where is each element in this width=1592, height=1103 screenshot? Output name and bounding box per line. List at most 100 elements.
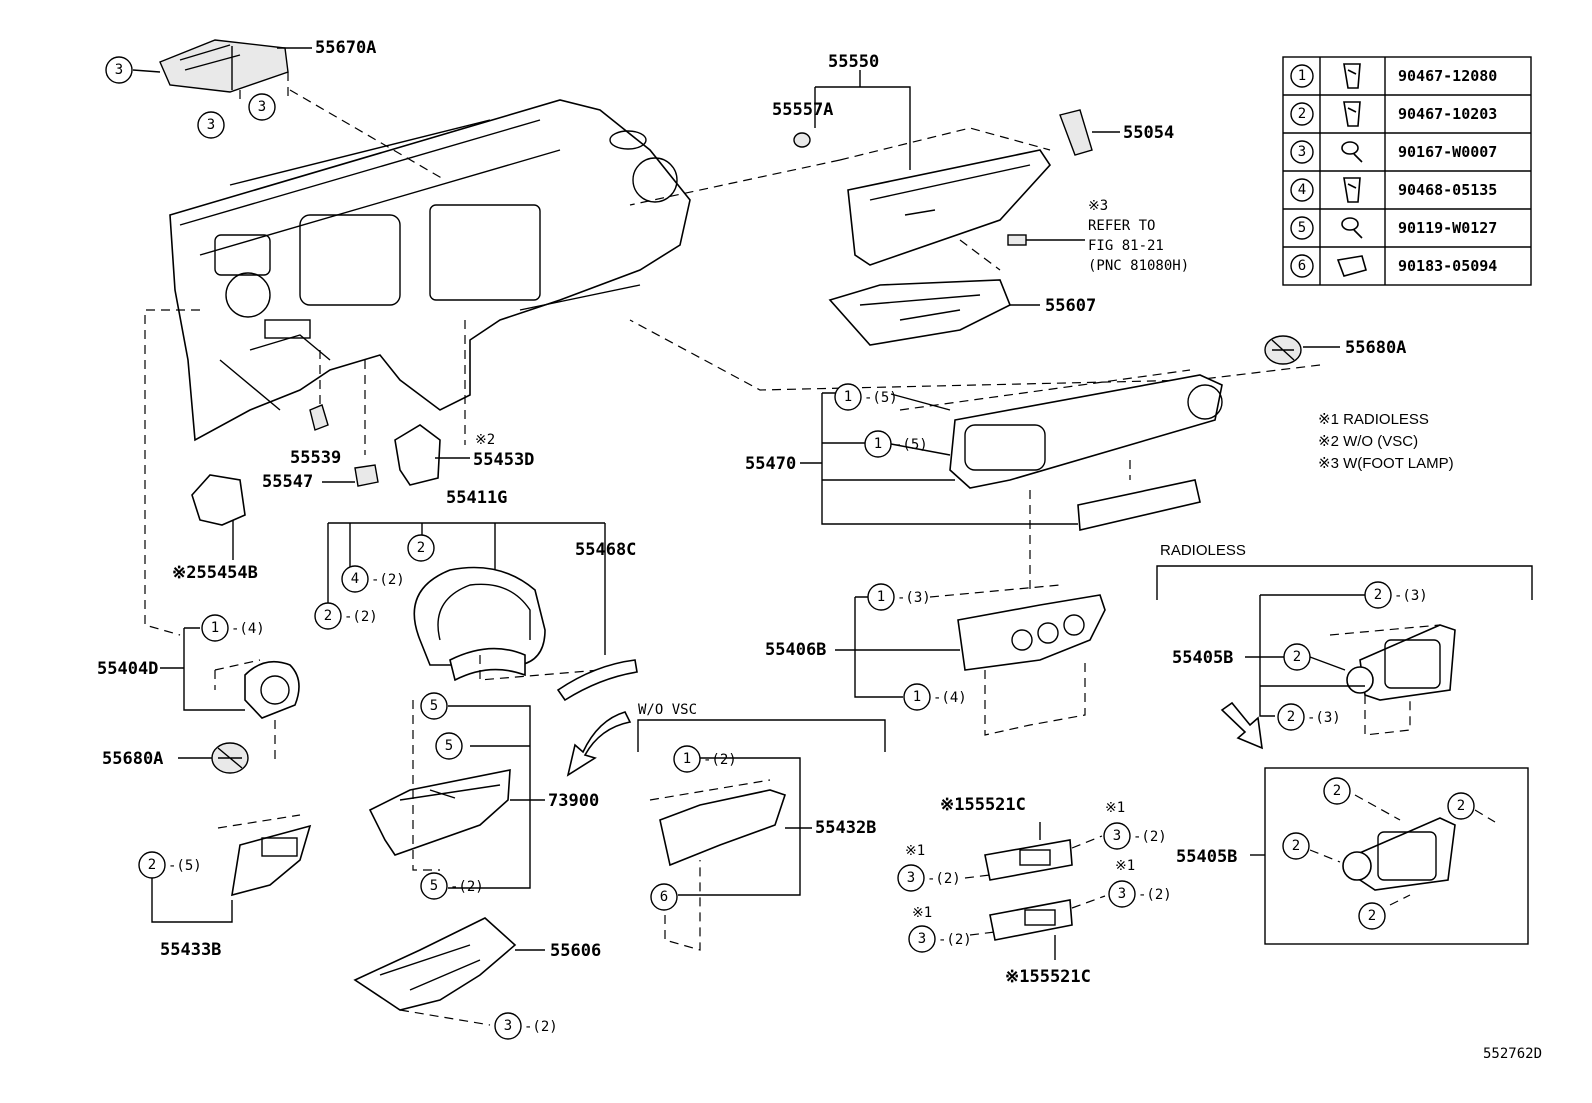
callout-1: 1 [903, 683, 931, 711]
part-55607-tray: 55607 [828, 279, 1096, 346]
svg-text:5: 5 [445, 738, 453, 754]
part-55680A-vent-left: 55680A [102, 742, 249, 774]
callout-4: 4 [341, 565, 369, 593]
callout-2: 2 [1358, 902, 1386, 930]
qty-2: -(2) [927, 871, 961, 887]
refer-line-2: FIG 81-21 [1088, 238, 1164, 254]
legend-number: 1 [1298, 68, 1306, 84]
svg-text:6: 6 [660, 889, 668, 905]
figure-id: 552762D [1483, 1046, 1542, 1062]
callout-1: 1 [864, 430, 892, 458]
svg-text:3: 3 [918, 931, 926, 947]
svg-text:2: 2 [1368, 908, 1376, 924]
callout-2: 2 [1323, 777, 1351, 805]
part-55454B: ※255454B [172, 474, 258, 583]
svg-text:3: 3 [907, 870, 915, 886]
label-55405B-top: 55405B [1172, 648, 1233, 668]
part-55411G-cluster: 55411G [327, 488, 606, 682]
mark-x1: ※1 [912, 905, 932, 921]
label-55411G: 55411G [446, 488, 507, 508]
wo-vsc-group: W/O VSC 55432B [637, 702, 886, 951]
part-55680A-vent-right: 55680A [1264, 335, 1406, 365]
note-3: ※3 W(FOOT LAMP) [1318, 455, 1454, 472]
legend-part-number: 90183-05094 [1398, 257, 1497, 275]
legend-row: 1 90467-12080 [1290, 63, 1497, 89]
qty-4: -(4) [933, 690, 967, 706]
callout-2: 2 [1282, 832, 1310, 860]
callout-2: 2 [1364, 581, 1392, 609]
callout-3: 3 [1103, 822, 1131, 850]
label-55607: 55607 [1045, 296, 1096, 316]
label-55670A: 55670A [315, 38, 376, 58]
screw-icon [1341, 217, 1363, 239]
part-55670A-vent: 55670A [132, 38, 376, 93]
dashed-leaders [144, 72, 1321, 760]
svg-text:2: 2 [1287, 709, 1295, 725]
wo-vsc-label: W/O VSC [638, 702, 697, 718]
qty-2: -(2) [344, 609, 378, 625]
refer-line-1: REFER TO [1088, 218, 1155, 234]
svg-text:3: 3 [115, 62, 123, 78]
mark-x2: ※2 [475, 432, 495, 448]
qty-2: -(2) [703, 752, 737, 768]
svg-text:1: 1 [211, 620, 219, 636]
callout-3: 3 [494, 1012, 522, 1040]
label-55432B: 55432B [815, 818, 876, 838]
refer-mark: ※3 [1088, 198, 1108, 214]
callout-1: 1 [867, 583, 895, 611]
label-73900: 73900 [548, 791, 599, 811]
part-55453D: ※2 55453D [394, 424, 534, 486]
label-55550: 55550 [828, 52, 879, 72]
part-55468C: 55468C [556, 540, 638, 702]
clip-icon [1343, 63, 1361, 89]
svg-text:5: 5 [430, 878, 438, 894]
label-55404D: 55404D [97, 659, 158, 679]
part-55606: 55606 [353, 917, 601, 1026]
label-55547: 55547 [262, 472, 313, 492]
svg-text:2: 2 [417, 540, 425, 556]
label-55468C: 55468C [575, 540, 636, 560]
part-55404D: 55404D [97, 627, 300, 719]
direction-arrow-icon [566, 711, 632, 777]
part-55550-glovebox: 55550 55557A [772, 52, 1052, 266]
label-55054: 55054 [1123, 123, 1174, 143]
svg-text:2: 2 [1292, 838, 1300, 854]
legend-number: 6 [1298, 258, 1306, 274]
label-55539: 55539 [290, 448, 341, 468]
legend-number: 4 [1298, 182, 1306, 198]
svg-text:1: 1 [874, 436, 882, 452]
label-55453D: 55453D [473, 450, 534, 470]
svg-text:4: 4 [351, 571, 359, 587]
radioless-group: RADIOLESS 55405B [1156, 542, 1533, 750]
note-1: ※1 RADIOLESS [1318, 411, 1429, 428]
qty-5: -(5) [864, 390, 898, 406]
qty-2: -(2) [938, 932, 972, 948]
qty-5: -(5) [894, 437, 928, 453]
callout-2: 2 [1277, 703, 1305, 731]
clip-icon [1343, 177, 1361, 203]
label-55405B-bottom: 55405B [1176, 847, 1237, 867]
label-55454B: ※255454B [172, 563, 258, 583]
qty-2: -(2) [450, 879, 484, 895]
note-2: ※2 W/O (VSC) [1318, 433, 1418, 450]
svg-text:2: 2 [1374, 587, 1382, 603]
svg-text:3: 3 [207, 117, 215, 133]
mark-x1: ※1 [1115, 858, 1135, 874]
svg-text:2: 2 [324, 608, 332, 624]
callout-2: 2 [314, 602, 342, 630]
qty-2: -(2) [1133, 829, 1167, 845]
label-55521C-top: ※155521C [940, 795, 1026, 815]
legend-part-number: 90467-12080 [1398, 67, 1497, 85]
callout-2: 2 [407, 534, 435, 562]
part-55406B: 55406B [765, 584, 1106, 736]
svg-text:1: 1 [844, 389, 852, 405]
legend-number: 5 [1298, 220, 1306, 236]
svg-text:3: 3 [258, 99, 266, 115]
svg-text:1: 1 [683, 751, 691, 767]
svg-text:3: 3 [1118, 886, 1126, 902]
callout-1: 1 [834, 383, 862, 411]
